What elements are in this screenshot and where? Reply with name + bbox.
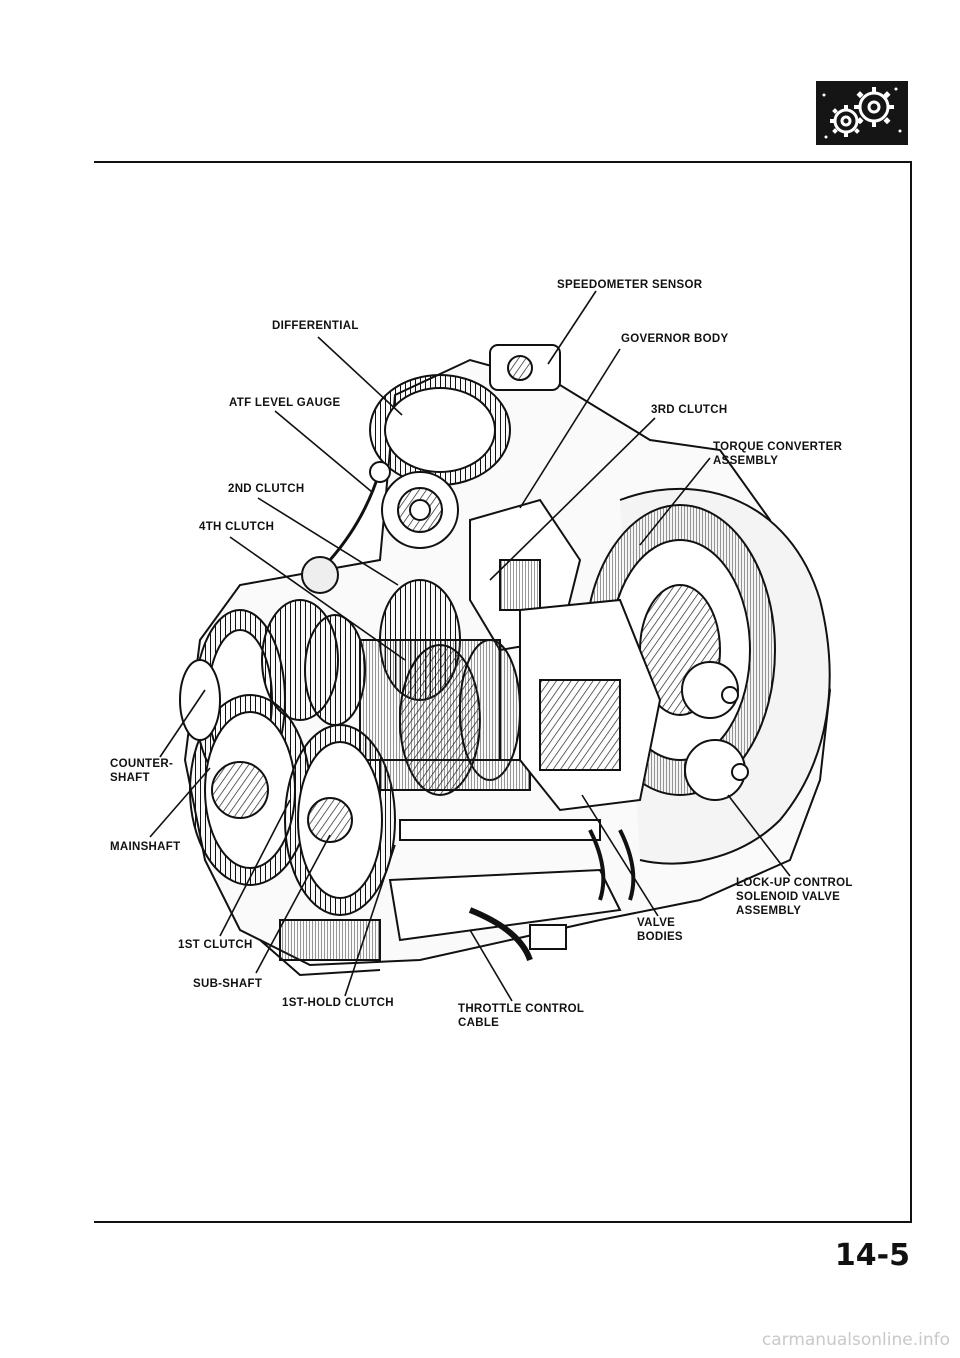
label-1st-hold-clutch: 1ST-HOLD CLUTCH [282, 997, 394, 1009]
gears-icon [816, 81, 908, 145]
label-speedometer-sensor: SPEEDOMETER SENSOR [557, 279, 703, 291]
label-atf-level-gauge: ATF LEVEL GAUGE [229, 397, 341, 409]
label-4th-clutch: 4TH CLUTCH [199, 521, 275, 533]
label-1st-clutch: 1ST CLUTCH [178, 939, 253, 951]
label-2nd-clutch: 2ND CLUTCH [228, 483, 305, 495]
label-differential: DIFFERENTIAL [272, 320, 359, 332]
label-governor-body: GOVERNOR BODY [621, 333, 729, 345]
top-rule [94, 161, 912, 163]
label-3rd-clutch: 3RD CLUTCH [651, 404, 728, 416]
label-mainshaft: MAINSHAFT [110, 841, 181, 853]
watermark: carmanualsonline.info [761, 1330, 950, 1350]
right-rule [910, 161, 912, 1223]
bottom-rule [94, 1221, 912, 1223]
label-sub-shaft: SUB-SHAFT [193, 978, 263, 990]
page-number: 14-5 [834, 1238, 910, 1273]
label-countershaft: COUNTER-SHAFT [110, 758, 174, 784]
